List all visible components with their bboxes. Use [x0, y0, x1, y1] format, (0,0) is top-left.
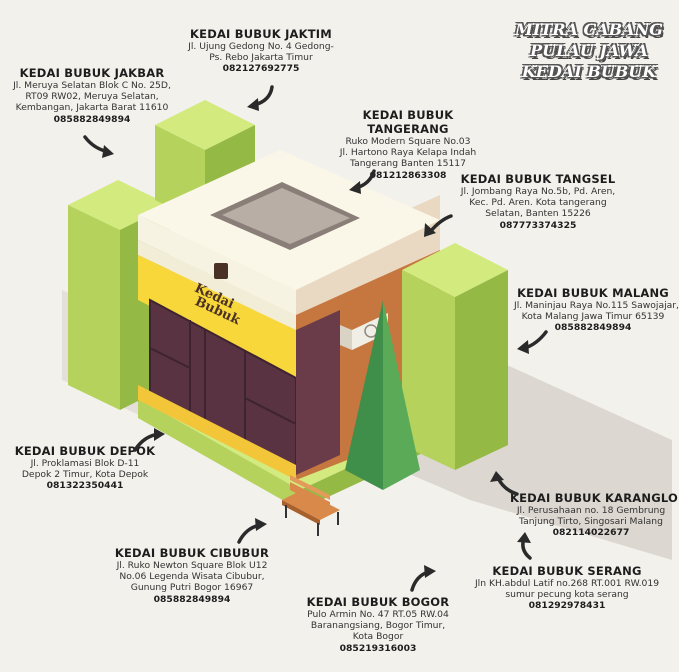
- branch-name: KEDAI BUBUK KARANGLO: [510, 491, 678, 505]
- hedge-right-block-side: [455, 270, 508, 470]
- bench: [282, 475, 340, 536]
- branch-cibubur: KEDAI BUBUK CIBUBUR Jl. Ruko Newton Squa…: [104, 546, 280, 605]
- branch-serang: KEDAI BUBUK SERANG Jln KH.abdul Latif no…: [462, 564, 672, 612]
- arrow-depok-icon: [133, 428, 165, 452]
- branch-malang: KEDAI BUBUK MALANG Jl. Maninjau Raya No.…: [514, 286, 679, 334]
- title-line1: MITRA CABANG: [515, 20, 663, 39]
- branch-phone: 081292978431: [528, 600, 606, 612]
- branch-name: KEDAI BUBUK SERANG: [492, 564, 642, 578]
- branch-address: Baranangsiang, Bogor Timur,: [310, 620, 446, 632]
- branch-karanglo: KEDAI BUBUK KARANGLO Jl. Perusahaan no. …: [510, 491, 678, 539]
- branch-phone: 081212863308: [369, 169, 447, 181]
- branch-address: Tanjung Tirto, Singosari Malang: [519, 516, 663, 528]
- branch-bogor: KEDAI BUBUK BOGOR Pulo Armin No. 47 RT.0…: [290, 595, 466, 654]
- branch-address: RT09 RW02, Meruya Selatan,: [25, 91, 159, 103]
- branch-address: Jl. Proklamasi Blok D-11: [30, 458, 140, 470]
- branch-phone: 085219316003: [339, 642, 417, 654]
- branch-address: Depok 2 Timur, Kota Depok: [21, 469, 149, 481]
- branch-phone: 082114022677: [552, 527, 630, 539]
- arrow-jaktim-icon: [247, 85, 274, 111]
- title-line2: PULAU JAWA: [530, 40, 648, 60]
- branch-address: Jl. Jombang Raya No.5b, Pd. Aren,: [460, 186, 616, 198]
- store-logo-icon: [214, 263, 228, 279]
- branch-address: Jl. Perusahaan no. 18 Gembrung: [516, 505, 666, 517]
- branch-address: Tangerang Banten 15117: [350, 158, 466, 170]
- title-line3: KEDAI BUBUK: [521, 61, 657, 81]
- branch-address: Kota Malang Jawa Timur 65139: [521, 311, 665, 323]
- branch-phone: 085882849894: [153, 593, 231, 605]
- arrow-bogor-icon: [410, 565, 436, 592]
- hedge-right-block-front: [402, 270, 455, 470]
- building-roof-hole-inner: [222, 188, 350, 244]
- hedge-left-block-front: [68, 205, 120, 410]
- branch-phone: 085882849894: [53, 113, 131, 125]
- building-front-windows: [150, 300, 296, 470]
- branch-phone: 085882849894: [554, 322, 632, 334]
- branch-address: sumur pecung kota serang: [505, 589, 629, 601]
- branch-name: KEDAI BUBUK JAKBAR: [19, 66, 165, 80]
- branch-address: Jl. Ruko Newton Square Blok U12: [116, 560, 268, 572]
- tree-dark: [345, 300, 383, 490]
- arrow-malang-icon: [517, 330, 548, 354]
- branch-name: KEDAI BUBUK MALANG: [517, 286, 669, 300]
- branch-depok: KEDAI BUBUK DEPOK Jl. Proklamasi Blok D-…: [2, 444, 168, 492]
- branch-address: Selatan, Banten 15226: [485, 208, 591, 220]
- branch-phone: 082127692775: [222, 63, 300, 75]
- arrow-jakbar-icon: [83, 135, 114, 158]
- branch-name: KEDAI BUBUK TANGSEL: [460, 172, 616, 186]
- branch-address: Jl. Ujung Gedong No. 4 Gedong-: [188, 41, 334, 53]
- branch-address: Kembangan, Jakarta Barat 11610: [15, 102, 169, 114]
- arrow-tangerang-icon: [349, 169, 376, 194]
- branch-name: KEDAI BUBUK JAKTIM: [190, 27, 332, 41]
- tree-light: [383, 300, 420, 490]
- base-hedge-front: [138, 398, 300, 510]
- branch-address: Gunung Putri Bogor 16967: [130, 582, 254, 594]
- branch-address: Kec. Pd. Aren. Kota tangerang: [469, 197, 607, 209]
- branch-phone: 081322350441: [46, 480, 124, 492]
- page-title: MITRA CABANG PULAU JAWA KEDAI BUBUK: [514, 20, 664, 82]
- building-base-ledge: [138, 385, 296, 480]
- branch-address: Ps. Rebo Jakarta Timur: [209, 52, 313, 64]
- branch-tangerang: KEDAI BUBUK TANGERANG Ruko Modern Square…: [323, 108, 493, 181]
- branch-name: KEDAI BUBUK CIBUBUR: [114, 546, 270, 560]
- arrow-tangsel-icon: [424, 214, 453, 237]
- arrow-serang-icon: [517, 532, 532, 560]
- arrow-karanglo-icon: [490, 471, 519, 496]
- branch-address: Jl. Meruya Selatan Blok C No. 25D,: [13, 80, 171, 92]
- building-front-cream-lower: [138, 240, 296, 330]
- branch-address: Jl. Maninjau Raya No.115 Sawojajar,: [514, 300, 679, 312]
- branch-name: KEDAI BUBUK BOGOR: [306, 595, 450, 609]
- building-front-yellow: [138, 255, 296, 380]
- branch-address: Kota Bogor: [352, 631, 404, 643]
- branch-jaktim: KEDAI BUBUK JAKTIM Jl. Ujung Gedong No. …: [182, 27, 340, 75]
- branch-address: No.06 Legenda Wisata Cibubur,: [119, 571, 265, 583]
- arrow-cibubur-icon: [237, 518, 267, 544]
- branch-address: Ruko Modern Square No.03: [345, 136, 471, 148]
- branch-jakbar: KEDAI BUBUK JAKBAR Jl. Meruya Selatan Bl…: [0, 66, 184, 125]
- branch-tangsel: KEDAI BUBUK TANGSEL Jl. Jombang Raya No.…: [452, 172, 624, 231]
- building-front-right-panel: [296, 310, 340, 475]
- branch-address: Pulo Armin No. 47 RT.05 RW.04: [307, 609, 449, 621]
- branch-name: KEDAI BUBUK DEPOK: [14, 444, 156, 458]
- branch-phone: 087773374325: [499, 219, 577, 231]
- branch-name: KEDAI BUBUK TANGERANG: [362, 108, 454, 137]
- branch-address: Jl. Hartono Raya Kelapa Indah: [339, 147, 477, 159]
- branch-address: Jln KH.abdul Latif no.268 RT.001 RW.019: [474, 578, 660, 590]
